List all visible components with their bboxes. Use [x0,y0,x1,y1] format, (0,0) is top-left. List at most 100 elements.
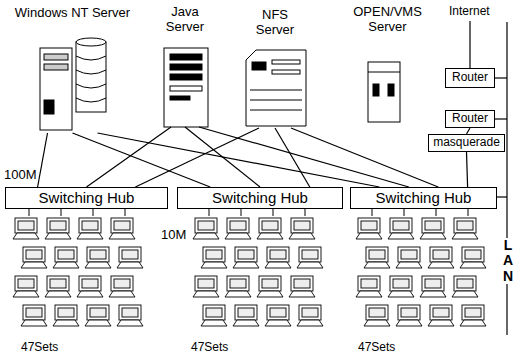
keyboard [53,320,79,326]
screen [361,279,377,288]
keyboard [356,233,382,239]
screen [457,221,473,230]
node-text: Java Server [160,5,210,35]
disk [76,38,106,46]
client-pc [388,276,414,297]
screen [58,250,74,259]
lan-label: LAN [500,238,516,284]
keyboard [265,320,291,326]
keyboard [364,262,390,268]
screen [50,279,66,288]
screen [198,221,214,230]
drop-cable [468,209,469,216]
java-server-picture [164,48,208,127]
client-pc [193,276,219,297]
monitor [87,247,109,262]
client-pc [193,218,219,239]
monitor [87,305,109,320]
drive-bay [170,54,202,60]
keyboard [297,262,323,268]
drop-cable [273,209,274,216]
client-pc [109,276,135,297]
screen [433,250,449,259]
vents [250,90,302,110]
screen [270,250,286,259]
keyboard [420,291,446,297]
screen [230,279,246,288]
network-cable [87,127,172,187]
cabinet [368,62,400,122]
keyboard [452,233,478,239]
keyboard [257,291,283,297]
keyboard [297,320,323,326]
internet-label: Internet [448,5,491,18]
drive-bay [170,96,190,100]
keyboard [13,291,39,297]
monitor [119,247,141,262]
screen [206,250,222,259]
keyboard [460,262,486,268]
keyboard [428,262,454,268]
client-pc [364,247,390,268]
screen [122,250,138,259]
client-pc [45,276,71,297]
keyboard [45,233,71,239]
screen [50,221,66,230]
node-text: Router [452,112,488,126]
monitor [430,247,452,262]
drop-cable [404,209,405,216]
keyboard [53,262,79,268]
drop-cable [61,209,62,216]
network-cable [199,127,409,187]
client-pc [85,305,111,326]
monitor [390,276,412,291]
monitor [398,247,420,262]
client-pc [452,276,478,297]
screen [26,308,42,317]
screen [82,279,98,288]
client-pc [428,305,454,326]
screen [18,279,34,288]
keyboard [265,262,291,268]
keyboard [225,233,251,239]
network-cable [185,127,260,187]
node-text: Switching Hub [39,189,135,206]
keyboard [193,233,219,239]
network-cable [291,128,438,187]
network-cable [135,128,259,187]
network-cable [467,152,468,187]
keyboard [289,233,315,239]
keyboard [388,233,414,239]
router-wire [495,118,507,119]
client-pc [233,247,259,268]
keyboard [109,233,135,239]
client-pc [85,247,111,268]
monitor [15,276,37,291]
keyboard [225,291,251,297]
monitor [47,276,69,291]
slot [272,60,300,64]
screen [270,308,286,317]
node-text: Windows NT Server [15,6,130,21]
router-wire [495,77,507,78]
keyboard [356,291,382,297]
keyboard [420,233,446,239]
client-pc [53,247,79,268]
keyboard [364,320,390,326]
screen [401,308,417,317]
masquerade-box: masquerade [428,134,505,152]
keyboard [396,262,422,268]
monitor [23,305,45,320]
monitor [267,247,289,262]
keyboard [201,320,227,326]
monitor [454,276,476,291]
client-pc [21,247,47,268]
screen [206,308,222,317]
screen [18,221,34,230]
screen [361,221,377,230]
client-pc [21,305,47,326]
lan-line [506,22,507,335]
client-pc [396,247,422,268]
screen [425,221,441,230]
client-pc [77,276,103,297]
